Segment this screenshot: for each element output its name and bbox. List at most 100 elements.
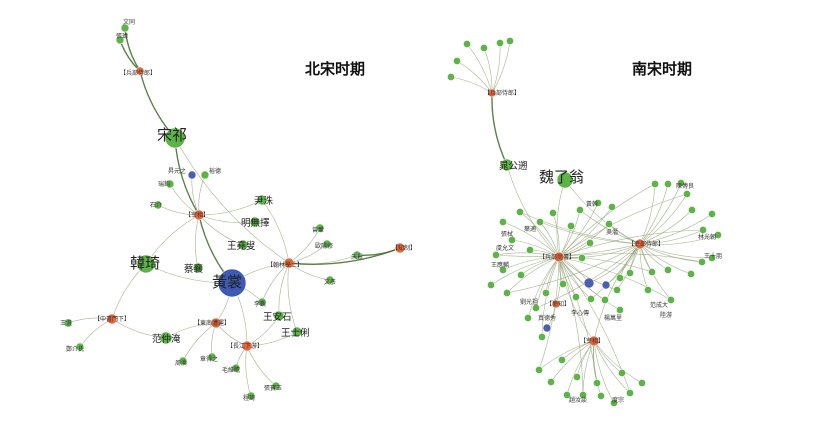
left-node-jiancheng: [187, 170, 197, 180]
right-label-t5: 劉光祖: [520, 298, 538, 306]
left-node-zhengjieshi: [75, 342, 85, 352]
right-edge-cross-51: [538, 256, 560, 371]
right-edge-leaf-25: [639, 183, 669, 245]
left-node-wangshipin: [291, 326, 303, 338]
right-edge-hub_left-hub_right: [558, 243, 641, 258]
right-leaf-node: [499, 266, 507, 274]
left-label-hub_dong: 【東南漕運】: [194, 319, 230, 327]
right-edge-leaf-12: [506, 256, 560, 294]
right-edge-cross-30: [558, 229, 704, 258]
right-leaf-node: [613, 286, 621, 294]
right-edge-leaf-45: [558, 256, 618, 291]
left-node-maochen: [231, 363, 241, 373]
left-edge-hub_left-zhengjieshi: [79, 318, 113, 348]
right-edge-leaf-29: [639, 213, 713, 245]
left-label-hub_left: 【中書門下】: [94, 315, 130, 323]
right-node-weiliaoweng: [556, 171, 574, 189]
right-edge-cross-6: [519, 211, 641, 245]
left-edge-ruijun-hub_mid: [169, 183, 200, 216]
left-node-hub_left: [106, 313, 118, 325]
right-edge-cross-33: [558, 253, 703, 263]
left-edge-hub_mid-caixiang: [195, 214, 200, 269]
left-label-zhangyuezhi: 章得之: [200, 355, 218, 363]
left-label-huangchang: 黃裳: [212, 273, 242, 291]
right-leaf-node: [508, 236, 516, 244]
left-node-wenyan: [120, 23, 130, 33]
left-label-wangcheng: 王澄: [60, 319, 72, 327]
left-node-ouyang: [322, 239, 332, 249]
right-edge-cross-27: [558, 193, 688, 258]
left-node-fanzhongyan: [159, 331, 173, 345]
right-edge-cross-9: [495, 243, 641, 257]
right-edge-leaf-1: [483, 47, 493, 94]
right-leaf-node: [667, 296, 675, 304]
left-edge-hub_bottom-zhangbaoyu: [246, 345, 277, 387]
left-node-hub_top: [135, 66, 145, 76]
left-node-hub_far_right: [394, 242, 406, 254]
left-label-zeng: 曾鞏: [312, 226, 324, 234]
right-label-t4: 葉適: [524, 225, 536, 233]
right-node-hub_left: [553, 251, 565, 263]
left-node-hub_mid: [193, 209, 205, 221]
left-label-zhangwei: 張瑋: [116, 32, 128, 40]
left-label-zhangbaoyu: 張寶玉: [264, 384, 282, 392]
right-label-t3: 王應麟: [491, 261, 509, 269]
left-node-hub_right1: [283, 257, 295, 269]
left-label-fanzhongyan: 范仲淹: [152, 333, 181, 345]
right-edge-cross-12: [506, 243, 641, 294]
left-label-maochen: 毛維瞻: [222, 366, 240, 374]
left-node-wangyisou: [237, 239, 249, 251]
left-label-caixiang: 蔡襄: [184, 263, 204, 275]
right-node-b2: [601, 280, 611, 290]
right-label-t10: 陸游: [660, 311, 672, 319]
right-leaf-node: [626, 269, 634, 277]
left-label-hub_top: 【兵部侍郎】: [120, 69, 156, 77]
right-edge-cross-18: [579, 209, 641, 245]
right-label-hub_right: 【吏部侍郎】: [628, 240, 664, 248]
right-leaf-node: [616, 274, 624, 282]
right-leaf-node: [573, 373, 581, 381]
right-edge-leaf-7: [502, 221, 560, 258]
right-edge-leaf-30: [639, 229, 704, 245]
left-node-chengqi: [246, 391, 256, 401]
left-label-zhengjieshi: 鄭介氏: [66, 345, 84, 353]
network-labels: 文同張瑋【兵部侍郎】宋祁昇元之裕德瑞鈞石介【宰相】尹洙明無擇王堯叟韓琦蔡襄黃裳【…: [60, 18, 722, 404]
left-node-zhangyuezhi: [207, 352, 217, 362]
right-leaf-node: [516, 208, 524, 216]
right-label-hub_left: 【兵部尚書】: [539, 253, 575, 261]
right-leaf-node: [578, 254, 586, 262]
right-leaf-node: [547, 378, 555, 386]
left-node-zhouhuan: [178, 356, 188, 366]
left-node-zhangbaoyu: [271, 381, 281, 391]
right-leaf-node: [601, 296, 609, 304]
right-leaf-node: [487, 281, 495, 289]
right-edge-cross-24: [558, 183, 656, 258]
right-edge-leaf-32: [639, 243, 713, 259]
right-leaf-node: [714, 231, 722, 239]
right-label-t11: 林光朝: [698, 233, 716, 241]
right-label-t6: 真德秀: [538, 314, 556, 322]
right-leaf-node: [708, 210, 716, 218]
right-edge-leaf-5: [491, 42, 501, 94]
right-node-hub_small: [551, 299, 561, 309]
right-leaf-node: [538, 333, 546, 341]
panel-title-southern-song: 南宋时期: [632, 60, 692, 78]
right-leaf-node: [542, 289, 550, 297]
right-leaf-node: [698, 258, 706, 266]
network-edges: [67, 27, 719, 404]
left-label-hub_far_right: 【知制】: [392, 244, 416, 252]
left-label-ruijun: 瑞鈞: [158, 180, 170, 188]
right-edge-chaogongwu-hub_left: [506, 164, 560, 258]
right-edge-leaf-27: [639, 193, 688, 245]
right-leaf-node: [563, 391, 571, 399]
left-node-yinzhu: [256, 194, 268, 206]
right-leaf-node: [576, 206, 584, 214]
right-leaf-node: [517, 271, 525, 279]
right-leaf-node: [677, 179, 685, 187]
left-node-wanganshi: [273, 310, 285, 322]
right-leaf-node: [463, 40, 471, 48]
left-label-wen: 文彥: [324, 278, 336, 286]
left-label-wangyisou: 王堯叟: [227, 240, 256, 252]
left-label-chengqi: 程琦: [243, 394, 255, 402]
